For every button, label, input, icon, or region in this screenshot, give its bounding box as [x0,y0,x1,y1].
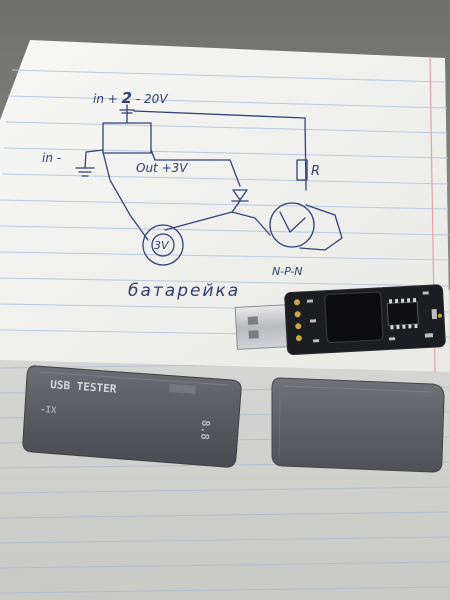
ic-chip [386,301,419,327]
case-right-mark: 8.8 [198,420,212,441]
case-title: USB TESTER [50,378,117,396]
resistor-label: R [311,164,320,179]
tester-case-front: USB TESTER -IX 8.8 [22,365,242,468]
battery-caption: батарейка [128,281,240,301]
transistor-symbol [269,202,315,248]
in-minus-label: in - [42,151,61,165]
sketch-labels: in + 2 - 20V in - Out +3V R 3V N-P-N бат… [42,89,320,301]
resistor-symbol [296,159,308,181]
usb-tester-board [234,284,446,355]
out-plus-label: Out +3V [136,161,188,175]
case-left-mark: -IX [40,405,57,416]
transistor-type-label: N-P-N [272,265,302,278]
display-module [324,291,384,343]
tester-case-back [271,377,445,473]
usb-plug [234,304,290,350]
input-range-label: in + 2 - 20V [93,89,168,107]
battery-symbol [142,224,184,266]
battery-label: 3V [154,239,170,252]
circuit-sketch [75,104,343,266]
